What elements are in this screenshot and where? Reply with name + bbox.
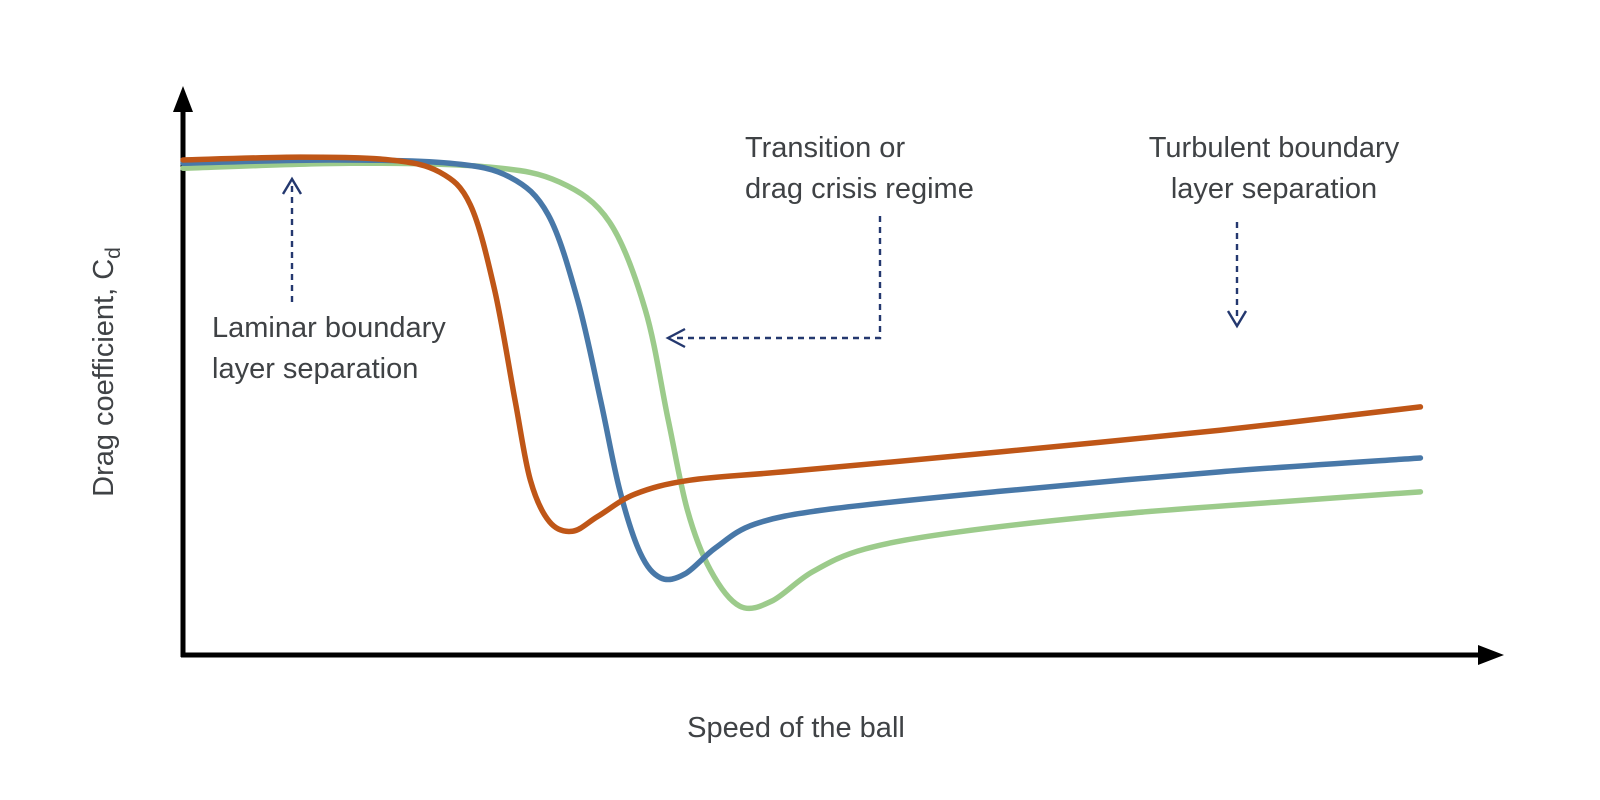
annotation-transition: Transition or drag crisis regime [745,128,974,210]
annotation-turbulent-line2: layer separation [1170,173,1378,206]
x-axis-arrowhead-icon [1478,645,1504,665]
y-axis-arrowhead-icon [173,86,193,112]
annotation-laminar-line2: layer separation [212,353,419,386]
curve-green [180,160,1424,612]
annotation-laminar-line1: Laminar boundary [212,312,446,344]
x-axis-label: Speed of the ball [687,712,905,744]
transition-arrow-line [674,216,882,340]
turbulent-arrow-down-icon [1226,310,1248,329]
laminar-arrow-up-icon [281,176,303,195]
curve-blue [180,157,1424,583]
axes [173,86,1504,665]
annotation-arrows [281,176,1248,349]
curves [180,154,1424,612]
curve-orange [180,154,1424,535]
y-axis-label: Drag coefficient, Cd [88,247,126,497]
y-axis-label-subscript: d [101,247,125,259]
transition-arrow-left-icon [665,327,686,349]
annotation-laminar: Laminar boundary layer separation [212,308,446,390]
annotation-transition-line1: Transition or [745,132,906,164]
y-axis-label-text: Drag coefficient, C [88,258,121,497]
annotation-turbulent-line1: Turbulent boundary [1148,132,1400,164]
annotation-transition-line2: drag crisis regime [745,173,974,206]
annotation-turbulent: Turbulent boundary layer separation [1118,128,1430,210]
